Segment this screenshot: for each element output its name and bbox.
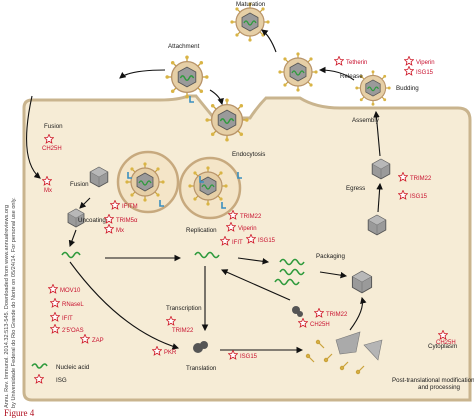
isg-star-icon [404, 66, 414, 76]
isg-trim22-mid: TRIM22 [326, 312, 348, 318]
isg-mx-uncoat: Mx [116, 228, 124, 234]
label-replication: Replication [186, 227, 217, 234]
isg-isg15-bottom: ISG15 [240, 354, 258, 360]
legend: Nucleic acid ISG [34, 364, 90, 384]
label-egress: Egress [346, 185, 365, 192]
side-text-2: by Universidade Federal do Rio Grande do… [11, 197, 17, 408]
endosome-right [178, 156, 242, 220]
legend-isg: ISG [56, 377, 67, 384]
isg-ch25h-ptm: CH25H [436, 340, 456, 346]
capsid-packaging [351, 270, 373, 294]
label-uncoating: Uncoating [78, 217, 106, 224]
receptors [127, 96, 242, 209]
capsid-egress [367, 214, 387, 236]
label-fusion-mid: Fusion [70, 181, 89, 188]
virion-endocytosis [205, 98, 249, 142]
label-ptm-line1: Post-translational modification [392, 377, 474, 384]
virion-maturation [230, 2, 270, 42]
isg-star-icon [404, 56, 414, 66]
ribosomes [193, 306, 303, 353]
figure-label: Figure 4 [4, 408, 35, 418]
label-ptm: Post-translational modification and proc… [392, 377, 474, 391]
isg-mov10: MOV10 [60, 288, 81, 294]
label-assembly: Assembly [352, 117, 380, 124]
isg-isg15-rep: ISG15 [258, 238, 276, 244]
label-maturation: Maturation [236, 1, 266, 8]
isg-mx-left: Mx [44, 188, 52, 194]
virion-release [278, 52, 318, 92]
label-budding: Budding [396, 85, 419, 92]
isg-viperin-rep: Viperin [238, 226, 257, 232]
isg-viperin-top: Viperin [416, 60, 435, 66]
isg-trim22-tx: TRIM22 [172, 328, 194, 334]
isg-tetherin: Tetherin [346, 60, 367, 66]
label-transcription: Transcription [166, 305, 202, 312]
side-text-1: Annu. Rev. Immunol. 2014.32:513-545. Dow… [4, 205, 10, 408]
label-attachment: Attachment [168, 43, 200, 50]
isg-ifit-rep: IFIT [232, 240, 243, 246]
label-translation: Translation [186, 365, 217, 372]
capsid-fusion [89, 166, 109, 188]
label-release: Release [340, 73, 363, 80]
isg-trim5a: TRIM5α [116, 218, 138, 224]
isg-pkr: PKR [164, 350, 177, 356]
label-endocytosis: Endocytosis [232, 151, 265, 158]
isg-rnasel: RNaseL [62, 302, 84, 308]
capsid-assembly [371, 158, 391, 180]
isg-trim22-egress: TRIM22 [410, 176, 432, 182]
endosome-left [116, 150, 180, 214]
isg-ch25h-mid: CH25H [310, 322, 330, 328]
isg-ifit-left: IFIT [62, 316, 73, 322]
virion-attachment [165, 55, 209, 99]
isg-isg15-top: ISG15 [416, 70, 434, 76]
flow-arrows [26, 29, 383, 354]
label-fusion-top: Fusion [44, 123, 63, 130]
isg-zap: ZAP [92, 338, 104, 344]
viral-proteins [305, 331, 383, 375]
isg-isg15-egress: ISG15 [410, 194, 428, 200]
label-packaging: Packaging [316, 253, 345, 260]
isg-markers: Tetherin Viperin ISG15 CH25H Mx IFITM TR… [42, 56, 456, 360]
rna-strands [31, 251, 305, 369]
label-cytoplasm: Cytoplasm [428, 343, 457, 350]
label-ptm-line2: and processing [418, 384, 461, 391]
isg-star-icon [334, 56, 344, 66]
legend-nucleic-acid: Nucleic acid [56, 364, 90, 371]
isg-trim22-rep: TRIM22 [240, 214, 262, 220]
isg-ifitm: IFITM [122, 204, 138, 210]
isg-oas: 2'5'OAS [62, 328, 84, 334]
isg-ch25h-top: CH25H [42, 146, 62, 152]
